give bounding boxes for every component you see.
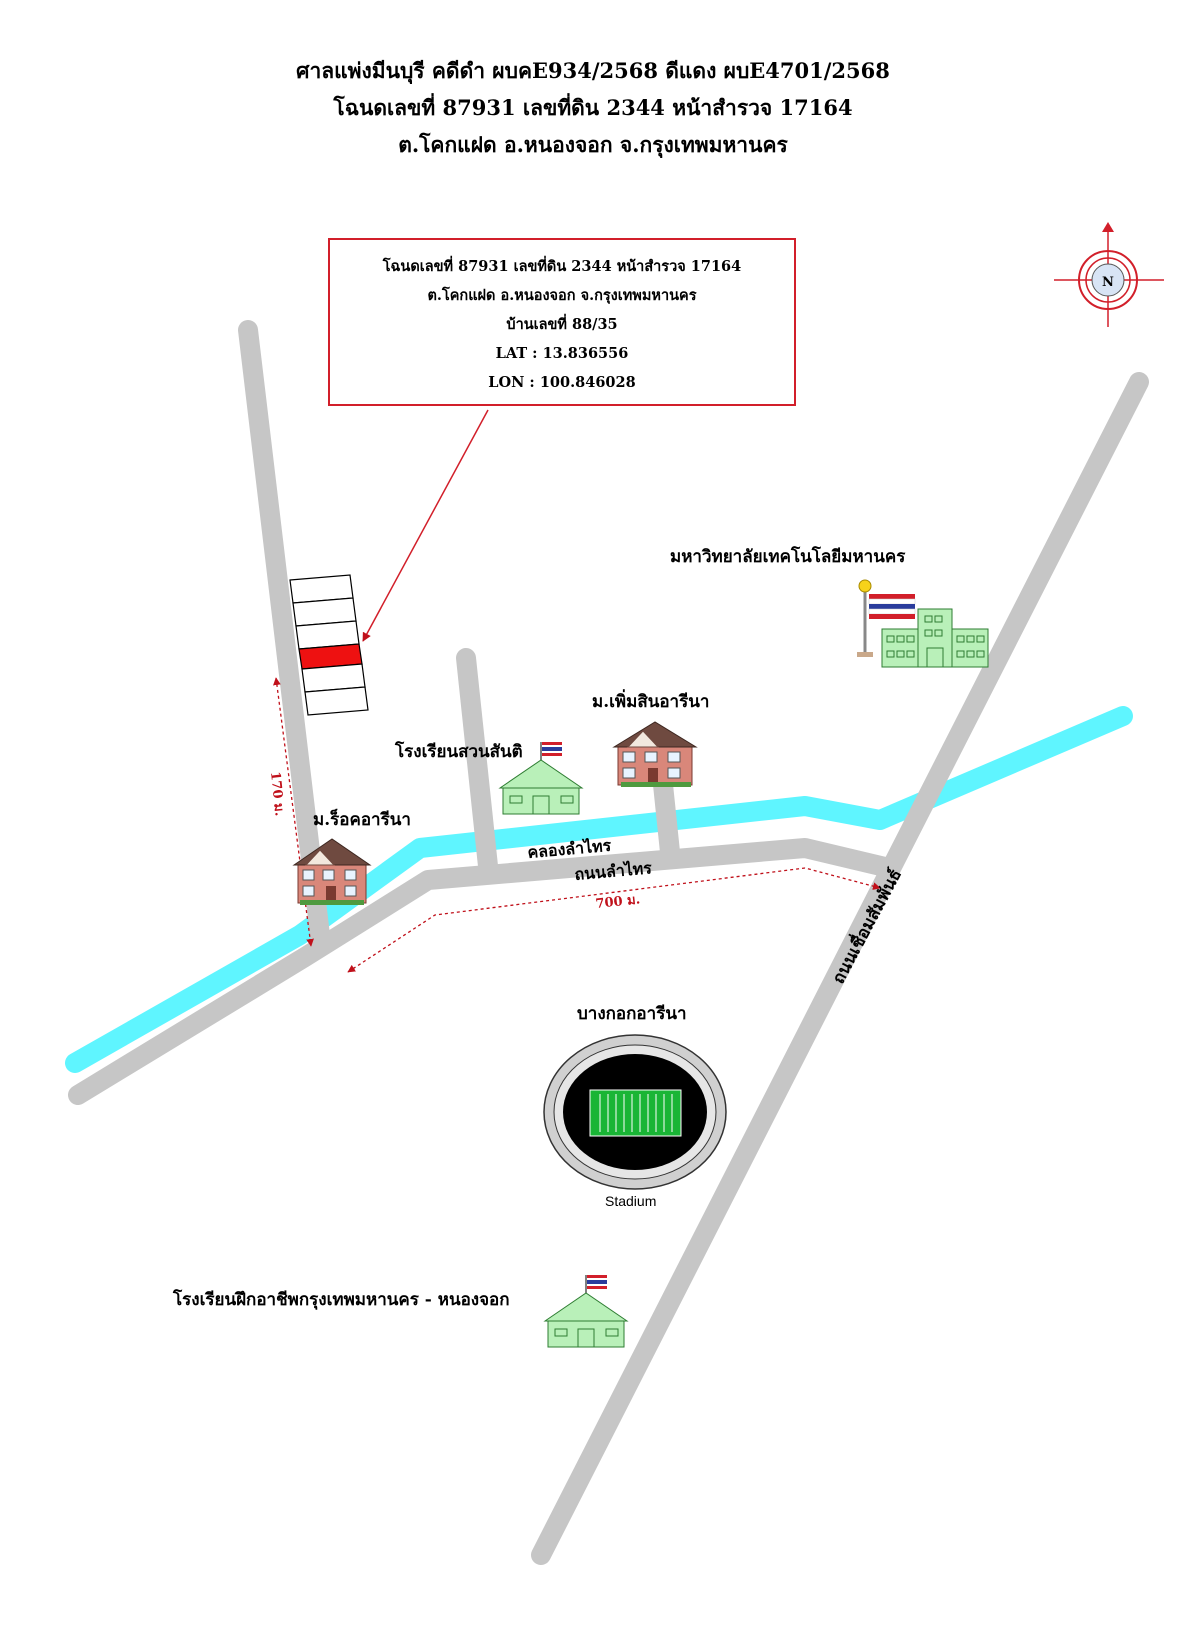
compass-label: N — [1102, 275, 1114, 290]
road-lamsai — [68, 838, 895, 1105]
stadium-icon — [543, 1034, 727, 1190]
info-deed-line: โฉนดเลขที่ 87931 เลขที่ดิน 2344 หน้าสำรว… — [382, 258, 742, 275]
header-line-3: ต.โคกแฝด อ.หนองจอก จ.กรุงเทพมหานคร — [398, 132, 788, 157]
village-rock-label: ม.ร็อคอารีนา — [313, 810, 411, 830]
arena-label: บางกอกอารีนา — [577, 1004, 687, 1024]
distance-label-horizontal: 700 ม. — [595, 892, 641, 912]
info-house-number: บ้านเลขที่ 88/35 — [506, 316, 618, 333]
vocational-school-label: โรงเรียนฝึกอาชีพกรุงเทพมหานคร - หนองจอก — [173, 1290, 510, 1310]
road-soi-school — [456, 648, 498, 876]
chueam-road-label: ถนนเชื่อมสัมพันธ์ — [826, 864, 906, 987]
north-compass — [1054, 222, 1164, 327]
stadium-label: Stadium — [605, 1193, 657, 1209]
village-permsin-label: ม.เพิ่มสินอารีนา — [592, 692, 710, 712]
distance-label-vertical: 170 ม. — [267, 771, 287, 817]
village-house-icon-rock — [292, 838, 372, 905]
village-house-icon-permsin — [612, 721, 698, 787]
school-icon-suan-santi — [498, 742, 584, 815]
road-soi-village — [652, 765, 680, 862]
university-building-icon — [857, 579, 989, 668]
school-suan-santi-label: โรงเรียนสวนสันติ — [395, 742, 523, 762]
map-header: ศาลแพ่งมีนบุรี คดีดำ ผบคE934/2568 ดีแดง … — [0, 52, 1186, 163]
land-plots — [289, 574, 369, 716]
distance-arrow-horizontal — [347, 867, 881, 973]
pointer-arrow — [362, 409, 489, 642]
info-latitude: LAT : 13.836556 — [495, 345, 629, 362]
info-address-line: ต.โคกแฝด อ.หนองจอก จ.กรุงเทพมหานคร — [427, 287, 697, 304]
info-longitude: LON : 100.846028 — [488, 374, 636, 391]
location-info-box: โฉนดเลขที่ 87931 เลขที่ดิน 2344 หน้าสำรว… — [328, 238, 796, 406]
school-icon-vocational — [543, 1275, 629, 1348]
header-line-1: ศาลแพ่งมีนบุรี คดีดำ ผบคE934/2568 ดีแดง … — [296, 58, 890, 83]
header-line-2: โฉนดเลขที่ 87931 เลขที่ดิน 2344 หน้าสำรว… — [333, 95, 853, 120]
university-label: มหาวิทยาลัยเทคโนโลยีมหานคร — [670, 547, 906, 567]
